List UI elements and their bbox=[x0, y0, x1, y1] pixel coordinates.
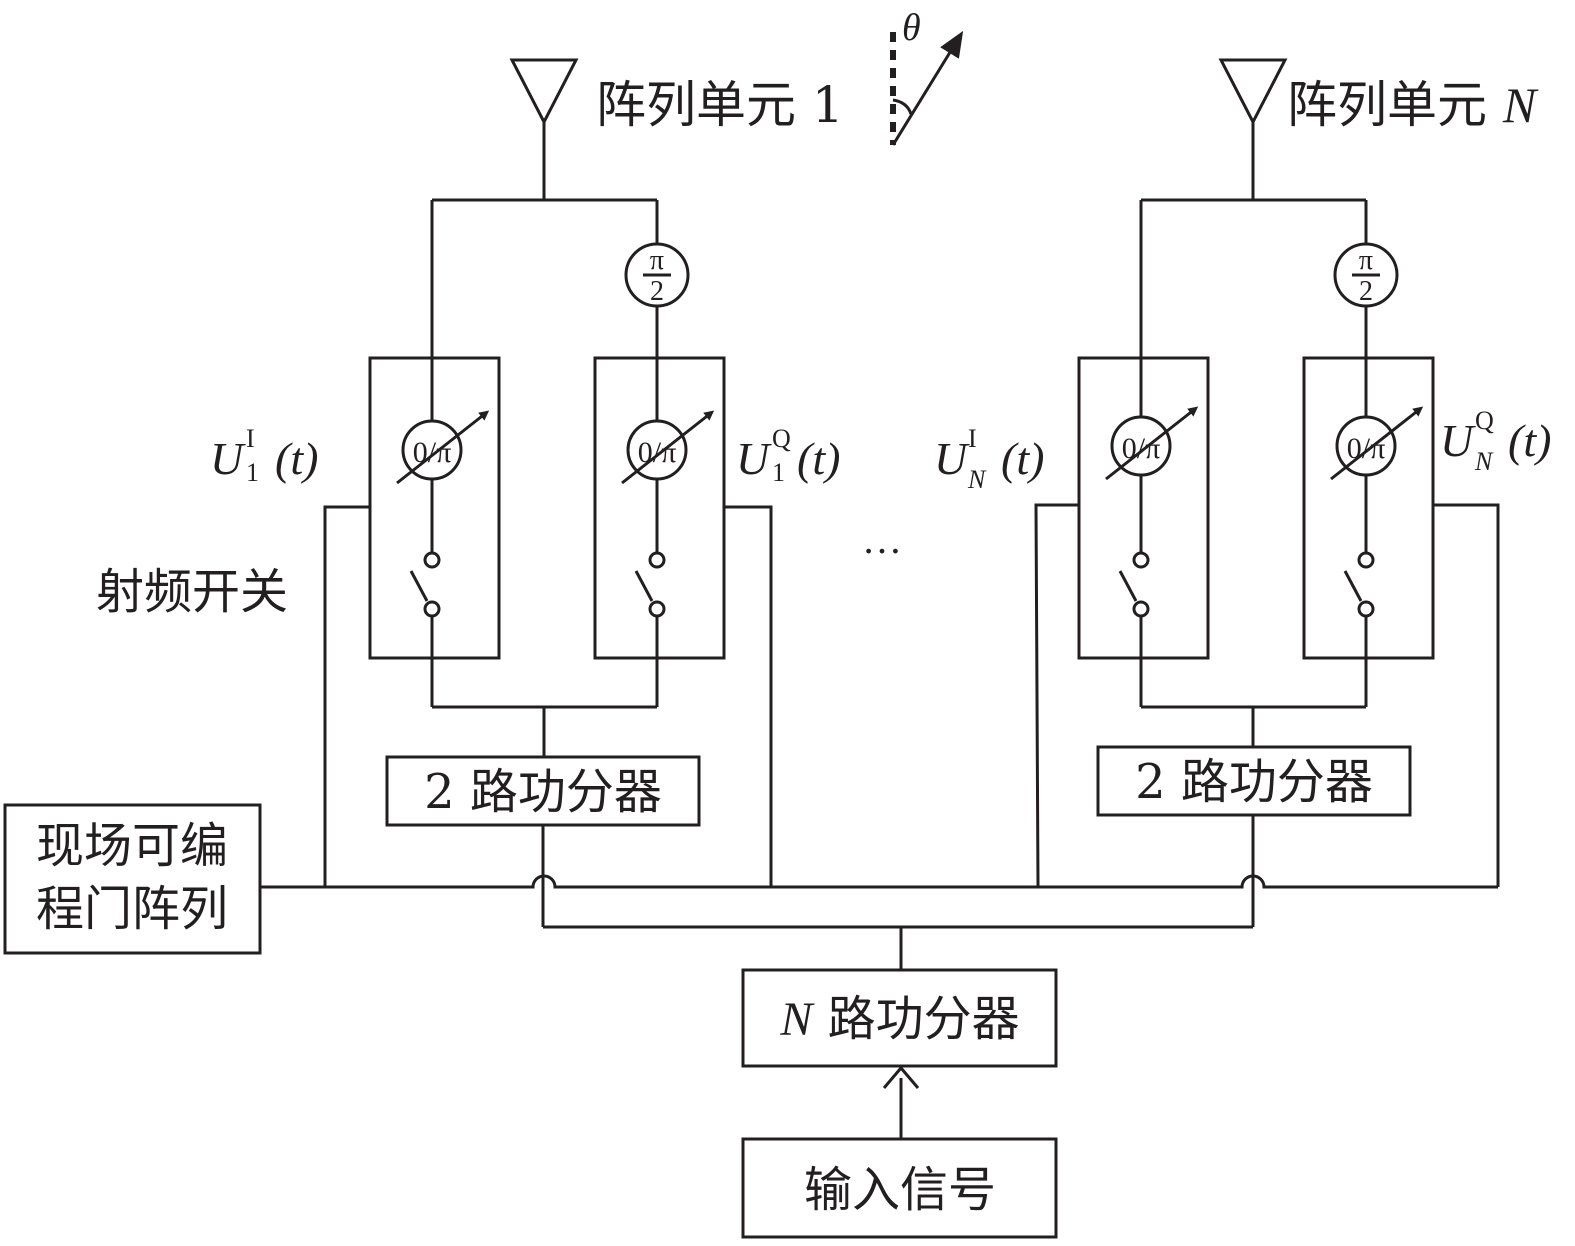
svg-text:0/π: 0/π bbox=[1347, 432, 1385, 465]
beam-angle-indicator bbox=[890, 30, 964, 146]
svg-text:(t): (t) bbox=[1508, 415, 1551, 466]
svg-text:2: 2 bbox=[650, 276, 664, 307]
svg-text:U: U bbox=[1440, 415, 1476, 466]
antenna-1 bbox=[509, 58, 579, 200]
svg-text:U: U bbox=[934, 433, 970, 484]
q-module-n bbox=[1302, 356, 1435, 660]
signal-u1-q: U Q 1 (t) bbox=[736, 424, 840, 487]
splitter-2way-1 bbox=[385, 755, 701, 827]
svg-text:0/π: 0/π bbox=[1122, 432, 1160, 465]
svg-text:(t): (t) bbox=[1001, 433, 1044, 484]
ellipsis: … bbox=[862, 517, 902, 562]
splitter-nway bbox=[741, 968, 1058, 1068]
svg-text:U: U bbox=[210, 433, 246, 484]
svg-text:π: π bbox=[650, 245, 664, 276]
svg-text:0/π: 0/π bbox=[638, 436, 676, 469]
svg-text:I: I bbox=[246, 424, 255, 453]
fpga-label-line2: 程门阵列 bbox=[36, 881, 228, 937]
svg-text:(t): (t) bbox=[275, 433, 318, 484]
rf-switch-label: 射频开关 bbox=[96, 564, 288, 620]
svg-text:(t): (t) bbox=[797, 433, 840, 484]
control-bus bbox=[260, 874, 1498, 889]
splitter-2way-n bbox=[1096, 745, 1412, 817]
splitter-nway-label: N 路功分器 bbox=[779, 991, 1019, 1047]
signal-un-q: U Q N (t) bbox=[1440, 406, 1551, 476]
element-1-label: 阵列单元 1 bbox=[596, 76, 844, 134]
svg-text:1: 1 bbox=[772, 458, 785, 487]
i-module-n bbox=[1077, 356, 1210, 660]
signal-u1-i: U I 1 (t) bbox=[210, 424, 318, 487]
channel-1: π 2 0/π 0/π bbox=[323, 198, 773, 887]
splitter-2way-n-label: 2 路功分器 bbox=[1135, 754, 1373, 810]
svg-text:U: U bbox=[736, 433, 772, 484]
svg-text:N: N bbox=[967, 465, 987, 494]
fpga-box bbox=[3, 803, 262, 955]
fpga-label-line1: 现场可编 bbox=[36, 818, 228, 874]
input-signal-label: 输入信号 bbox=[804, 1162, 996, 1218]
svg-text:1: 1 bbox=[246, 458, 259, 487]
splitter-2way-1-label: 2 路功分器 bbox=[424, 764, 662, 820]
svg-text:0/π: 0/π bbox=[413, 436, 451, 469]
signal-un-i: U I N (t) bbox=[934, 424, 1044, 494]
channel-n: π 2 0/π 0/π bbox=[1034, 198, 1500, 888]
antenna-n bbox=[1218, 58, 1288, 200]
svg-text:Q: Q bbox=[1475, 406, 1494, 435]
svg-text:π: π bbox=[1359, 245, 1373, 276]
input-arrow-icon bbox=[882, 1065, 920, 1089]
element-n-label: 阵列单元 N bbox=[1287, 76, 1539, 134]
svg-text:2: 2 bbox=[1359, 276, 1373, 307]
theta-label: θ bbox=[902, 7, 921, 49]
svg-text:Q: Q bbox=[772, 424, 791, 453]
svg-text:N: N bbox=[1474, 447, 1494, 476]
svg-text:I: I bbox=[968, 424, 977, 453]
input-signal-box bbox=[741, 1137, 1058, 1239]
